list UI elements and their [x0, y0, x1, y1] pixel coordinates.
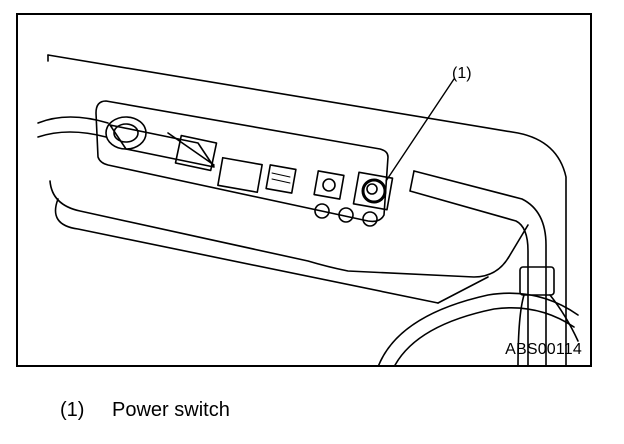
device-illustration	[37, 54, 579, 365]
connector-port-icon	[265, 164, 297, 194]
legend-text: Power switch	[112, 399, 230, 421]
cable-plug-left	[37, 116, 218, 172]
connector-port-icon	[217, 156, 263, 194]
callout-leader	[385, 78, 455, 182]
device-lower-edge	[49, 180, 529, 278]
legend: (1) Power switch	[60, 399, 230, 422]
legend-number: (1)	[60, 399, 85, 421]
connector-port-icon	[313, 170, 345, 200]
device-body	[47, 54, 567, 365]
connector-panel	[95, 100, 389, 223]
jack	[362, 211, 378, 227]
jack	[314, 203, 330, 219]
figure-frame: (1) ABS00114	[16, 13, 592, 367]
power-switch-icon	[352, 171, 394, 211]
cable-strap-right	[409, 170, 579, 365]
callout-label-1: (1)	[452, 65, 472, 82]
jack	[338, 207, 354, 223]
figure-code: ABS00114	[505, 341, 582, 358]
lower-cable	[378, 292, 579, 365]
